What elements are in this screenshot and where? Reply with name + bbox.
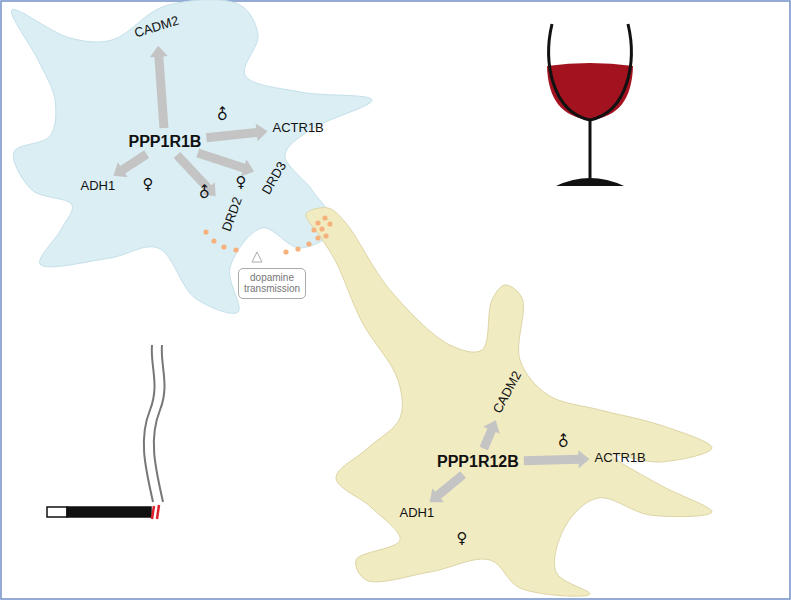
dopamine-dot xyxy=(327,221,332,226)
dopamine-dot xyxy=(211,238,216,243)
block-arrow xyxy=(206,123,268,142)
dopamine-dot xyxy=(221,244,226,249)
neuron-cell xyxy=(306,208,712,597)
sex-symbol: ♀ xyxy=(457,531,468,546)
cigarette-body xyxy=(67,507,151,517)
block-arrow xyxy=(196,149,254,177)
dopamine-dot xyxy=(315,235,320,240)
node-text: PPP1R1B xyxy=(129,133,202,151)
dopamine-dot xyxy=(323,233,328,238)
callout-pointer xyxy=(252,252,262,262)
dopamine-dot xyxy=(203,229,208,234)
callout-box: dopamine transmission xyxy=(238,268,306,299)
node-text: ADH1 xyxy=(81,179,116,194)
dopamine-dot xyxy=(315,220,320,225)
gene-hub: PPP1R1B xyxy=(129,133,202,151)
block-arrow xyxy=(150,46,169,129)
node-text: PPP1R12B xyxy=(437,453,519,471)
block-arrow xyxy=(480,420,500,450)
node-text: ACTR1B xyxy=(273,121,324,136)
node-text: dopamine transmission xyxy=(243,272,301,295)
gene-label: ACTR1B xyxy=(273,121,324,136)
gene-label: ACTR1B xyxy=(595,451,646,466)
ember xyxy=(152,506,154,519)
neuron-cell xyxy=(11,0,372,313)
block-arrow xyxy=(430,471,466,502)
ember xyxy=(157,505,159,519)
dopamine-dot xyxy=(319,226,324,231)
dopamine-dot xyxy=(233,247,238,252)
filter xyxy=(47,507,67,517)
gene-label: ADH1 xyxy=(400,506,435,521)
block-arrow xyxy=(113,150,149,177)
dopamine-dot xyxy=(322,215,327,220)
glass-foot xyxy=(556,178,624,186)
sex-symbol: ♀ xyxy=(236,175,247,190)
cigarette xyxy=(47,345,165,519)
smoke xyxy=(144,345,155,502)
dopamine-dot xyxy=(283,249,288,254)
dopamine-dot xyxy=(311,227,316,232)
gene-hub: PPP1R12B xyxy=(437,453,519,471)
glass-stem xyxy=(589,120,592,178)
dopamine-dot xyxy=(306,241,311,246)
dopamine-dot xyxy=(295,246,300,251)
smoke xyxy=(154,345,165,502)
glass-bowl xyxy=(549,24,631,120)
node-text: ACTR1B xyxy=(595,451,646,466)
wine xyxy=(547,63,633,120)
node-text: ADH1 xyxy=(400,506,435,521)
wine-glass xyxy=(547,24,633,186)
block-arrow xyxy=(524,450,590,468)
gene-label: ADH1 xyxy=(81,179,116,194)
sex-symbol: ♀ xyxy=(143,177,154,192)
